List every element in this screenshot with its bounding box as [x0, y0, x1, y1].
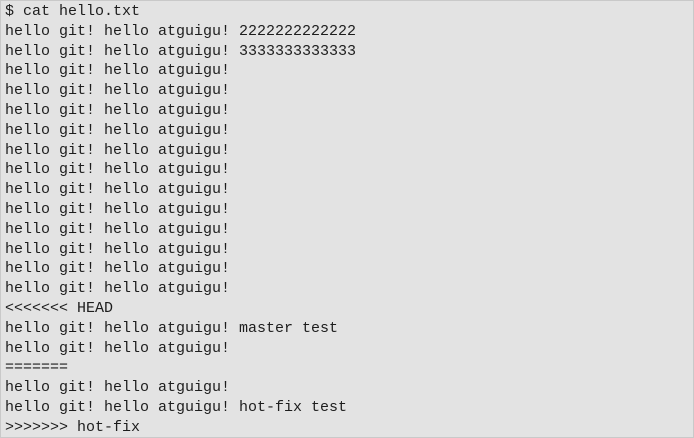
output-line: hello git! hello atguigu! — [5, 62, 231, 80]
output-line: hello git! hello atguigu! master test — [5, 319, 339, 337]
output-line: hello git! hello atguigu! — [5, 121, 231, 139]
output-line: hello git! hello atguigu! — [5, 220, 231, 238]
output-line: hello git! hello atguigu! 3333333333333 — [5, 42, 357, 60]
output-line: hello git! hello atguigu! — [5, 240, 231, 258]
command-prompt-line: $ cat hello.txt — [5, 3, 141, 20]
output-line: hello git! hello atguigu! — [5, 161, 231, 179]
output-line: hello git! hello atguigu! — [5, 82, 231, 100]
output-line: hello git! hello atguigu! 2222222222222 — [5, 22, 357, 40]
output-line: hello git! hello atguigu! — [5, 379, 231, 397]
conflict-marker-branch: >>>>>>> hot-fix — [5, 418, 141, 436]
output-line: hello git! hello atguigu! — [5, 101, 231, 119]
conflict-separator: ======= — [5, 359, 69, 377]
conflict-marker-head: <<<<<<< HEAD — [5, 299, 114, 317]
output-line: hello git! hello atguigu! — [5, 200, 231, 218]
output-line: hello git! hello atguigu! — [5, 181, 231, 199]
output-line: hello git! hello atguigu! — [5, 280, 231, 298]
output-line: hello git! hello atguigu! hot-fix test — [5, 398, 348, 416]
output-line: hello git! hello atguigu! — [5, 141, 231, 159]
output-line: hello git! hello atguigu! — [5, 260, 231, 278]
output-line: hello git! hello atguigu! — [5, 339, 231, 357]
